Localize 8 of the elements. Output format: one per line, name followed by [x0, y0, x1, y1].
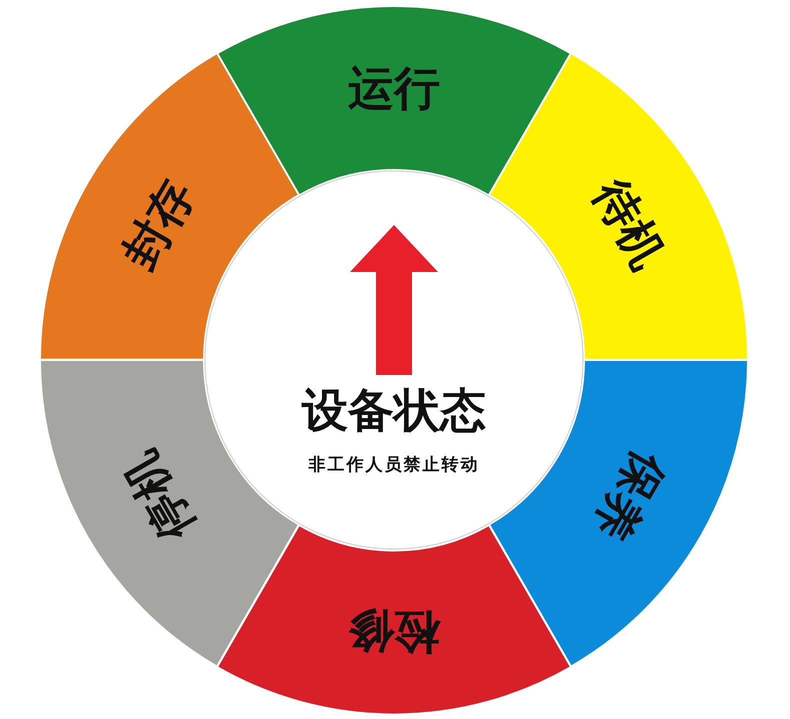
- center-subtitle: 非工作人员禁止转动: [308, 456, 480, 474]
- segment-label: 停机: [116, 444, 202, 548]
- segment-label: 待机: [586, 172, 672, 276]
- segment-label: 检修: [348, 608, 440, 655]
- center-title: 设备状态: [302, 387, 486, 433]
- segment-label: 运行: [348, 65, 440, 111]
- segment-label: 保养: [586, 444, 672, 548]
- segment-label: 封存: [116, 172, 202, 276]
